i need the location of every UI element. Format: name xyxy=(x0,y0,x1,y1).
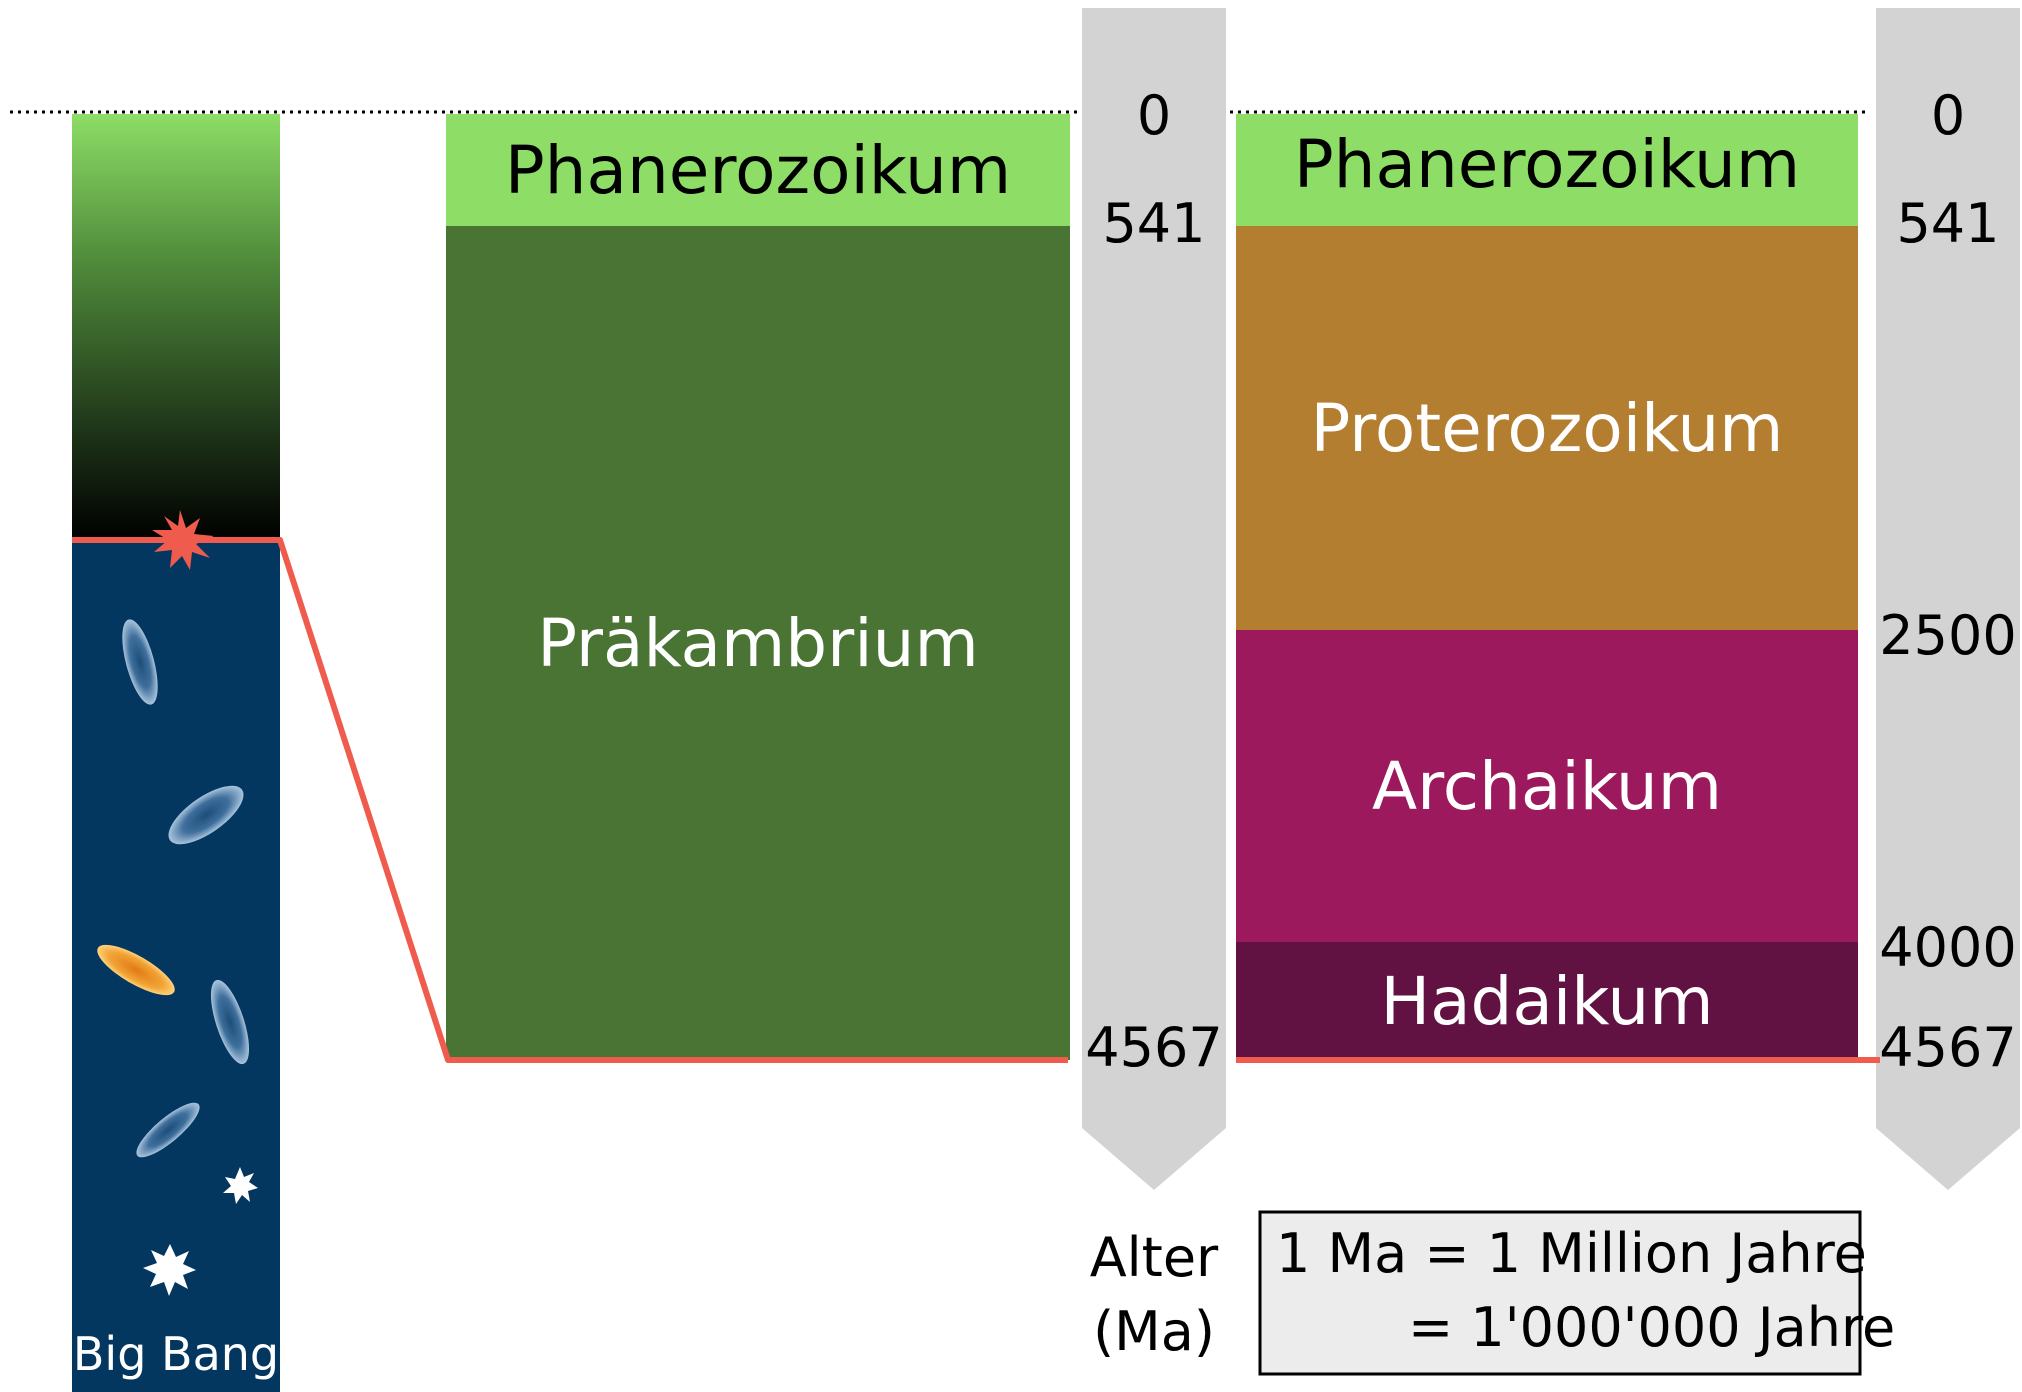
earth-age-segment xyxy=(72,114,280,540)
age-arrow-right xyxy=(1876,8,2020,1190)
age-tick: 541 xyxy=(1876,192,2020,255)
age-tick: 0 xyxy=(1082,84,1226,147)
detail-hadean-label: Hadaikum xyxy=(1236,942,1858,1060)
detail-proterozoic-label: Proterozoikum xyxy=(1236,226,1858,630)
simple-phanerozoic-label: Phanerozoikum xyxy=(446,114,1070,226)
age-tick: 0 xyxy=(1876,84,2020,147)
big-bang-label: Big Bang xyxy=(72,1326,280,1382)
unit-note-line2: = 1'000'000 Jahre xyxy=(1408,1296,1895,1359)
age-tick: 4567 xyxy=(1082,1016,1226,1079)
age-arrow-left xyxy=(1082,8,1226,1190)
axis-label-line1: Alter xyxy=(1066,1226,1242,1289)
unit-note-line1: 1 Ma = 1 Million Jahre xyxy=(1276,1222,1867,1285)
axis-label-line2: (Ma) xyxy=(1066,1300,1242,1363)
age-tick: 4000 xyxy=(1876,916,2020,979)
detail-archean-label: Archaikum xyxy=(1236,630,1858,942)
age-tick: 4567 xyxy=(1876,1016,2020,1079)
simple-precambrian-label: Präkambrium xyxy=(446,226,1070,1060)
age-tick: 541 xyxy=(1082,192,1226,255)
age-tick: 2500 xyxy=(1876,604,2020,667)
detail-phanerozoic-label: Phanerozoikum xyxy=(1236,114,1858,214)
